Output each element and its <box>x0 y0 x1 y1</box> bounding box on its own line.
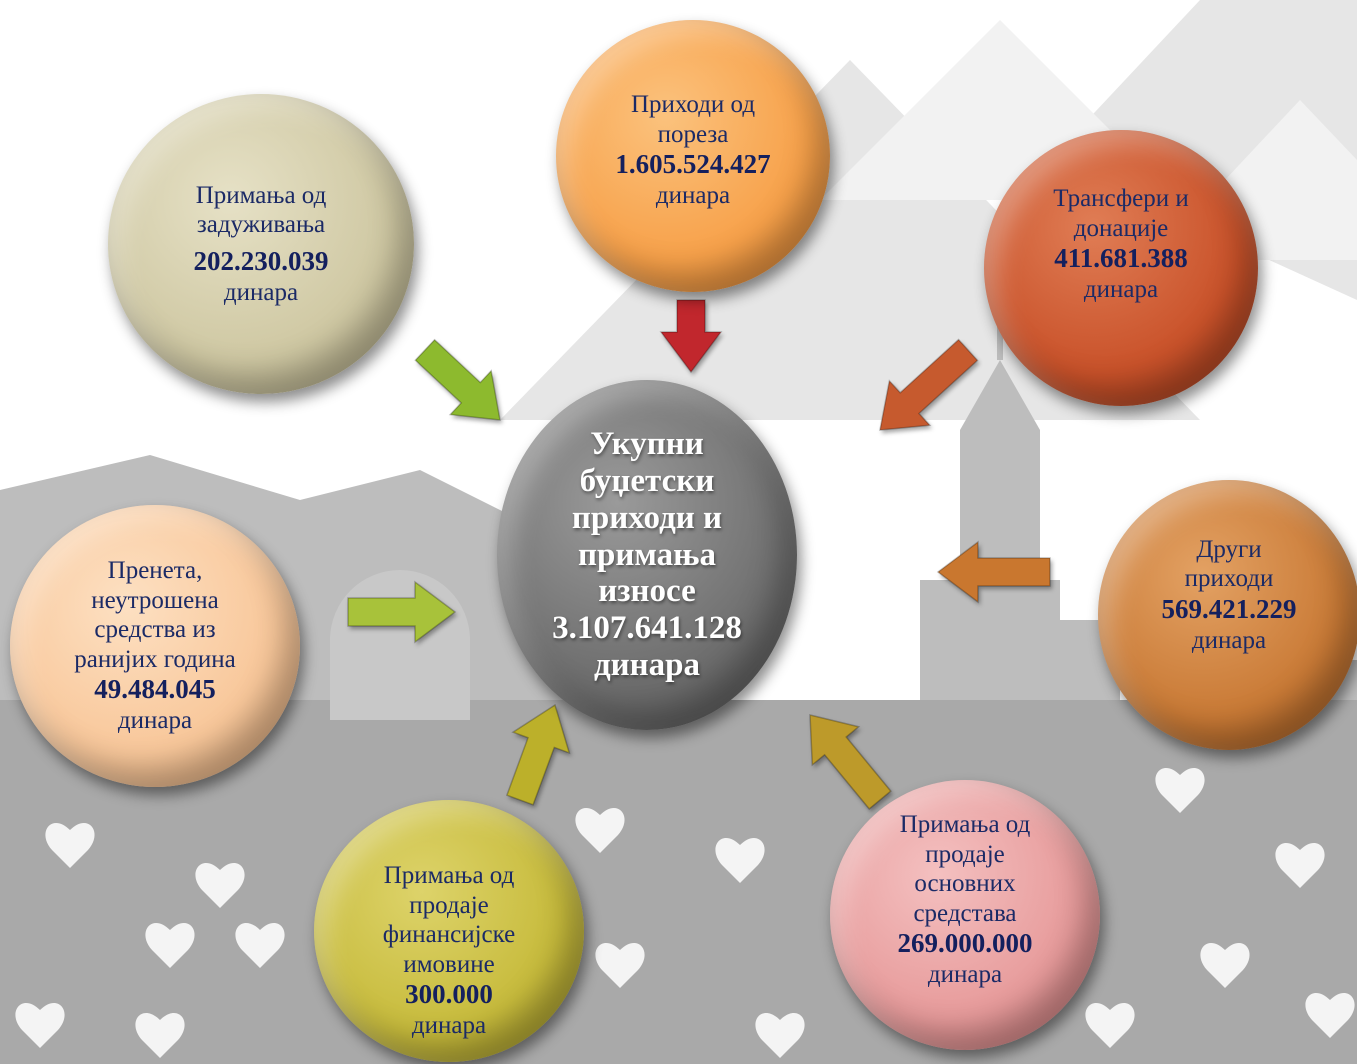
node-amount: 569.421.229 <box>1161 593 1297 624</box>
arrow-transfers <box>879 338 979 431</box>
center-line-3: приходи и <box>571 499 723 536</box>
node-label: донације <box>1073 214 1169 242</box>
node-label: Приходи од <box>630 91 756 118</box>
arrow-carryover <box>347 580 457 644</box>
node-amount: 1.605.524.427 <box>615 149 771 179</box>
node-unit: динара <box>117 707 193 735</box>
node-label: неутрошена <box>91 586 219 614</box>
node-financial-assets: Примања од продаје финансијске имовине 3… <box>314 800 584 1062</box>
node-fixed-assets: Примања од продаје основних средстава 26… <box>830 780 1100 1050</box>
node-amount: 202.230.039 <box>193 245 329 276</box>
node-label: задуживања <box>196 211 326 239</box>
node-amount: 300.000 <box>405 979 493 1010</box>
arrow-fixed-assets <box>809 714 892 810</box>
center-line-1: Укупни <box>590 425 704 462</box>
arrow-taxes <box>659 299 723 374</box>
node-label: финансијске <box>382 921 516 949</box>
node-unit: динара <box>1191 626 1267 654</box>
node-label: продаје <box>409 891 489 919</box>
arrow-financial-assets <box>505 703 571 806</box>
center-line-5: износе <box>598 573 696 610</box>
node-label: Трансфери и <box>1053 185 1189 212</box>
node-amount: 49.484.045 <box>94 674 216 705</box>
node-transfers: Трансфери и донације 411.681.388 динара <box>984 130 1258 406</box>
node-unit: динара <box>411 1012 487 1040</box>
node-carryover: Пренета, неутрошена средства из ранијих … <box>10 505 300 787</box>
node-label: Пренета, <box>107 557 203 585</box>
node-taxes: Приходи од пореза 1.605.524.427 динара <box>556 20 830 292</box>
node-label: Примања од <box>195 181 327 209</box>
node-label: Други <box>1196 535 1262 563</box>
node-other: Други приходи 569.421.229 динара <box>1098 480 1357 750</box>
node-label: Примања од <box>383 862 515 890</box>
arrow-borrowing <box>414 338 501 421</box>
node-amount: 269.000.000 <box>897 928 1033 959</box>
center-line-2: буџетски <box>579 462 715 499</box>
node-unit: динара <box>655 181 731 209</box>
node-amount: 411.681.388 <box>1054 243 1188 273</box>
node-label: средства из <box>94 616 216 644</box>
node-label: пореза <box>657 120 729 148</box>
node-label: ранијих година <box>74 645 236 673</box>
node-unit: динара <box>927 961 1003 989</box>
node-unit: динара <box>1083 275 1159 303</box>
node-borrowing: Примања од задуживања 202.230.039 динара <box>108 94 414 394</box>
node-unit: динара <box>223 278 299 306</box>
node-label: основних <box>914 870 1016 898</box>
arrow-other <box>936 540 1051 604</box>
center-total-amount: 3.107.641.128 <box>552 610 742 647</box>
node-label: продаје <box>925 840 1005 868</box>
node-label: средстава <box>913 899 1017 927</box>
node-label: имовине <box>403 950 495 978</box>
center-unit: динара <box>593 647 701 684</box>
node-label: Примања од <box>899 811 1031 839</box>
center-line-4: примања <box>578 536 716 573</box>
node-label: приходи <box>1184 565 1274 593</box>
center-total-bubble: Укупни буџетски приходи и примања износе… <box>497 380 797 730</box>
